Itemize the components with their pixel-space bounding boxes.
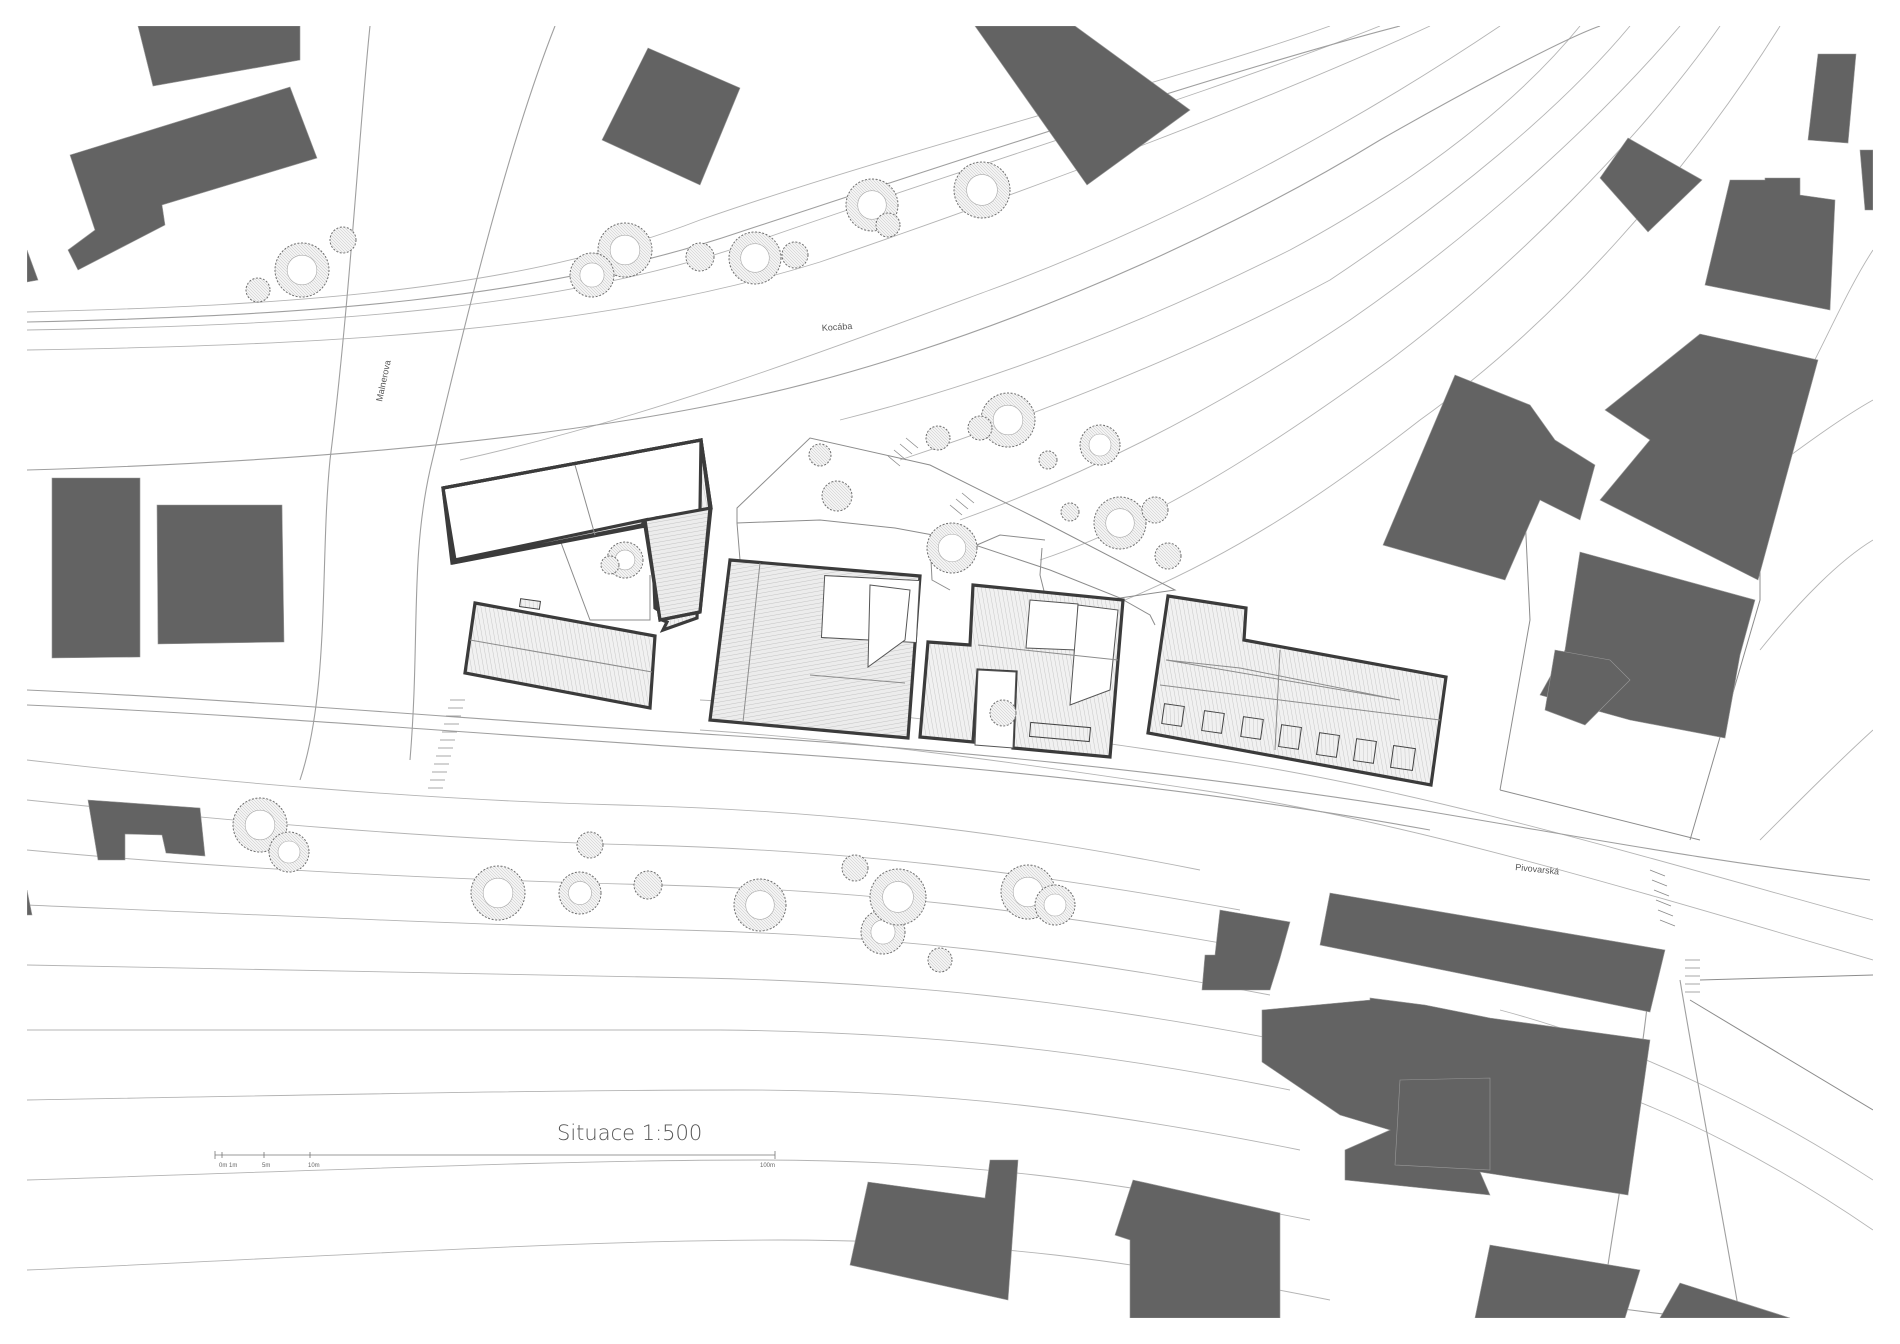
tree-canopy-inner [1105, 508, 1135, 538]
existing-building [1201, 909, 1291, 991]
tree-symbol [633, 870, 663, 900]
existing-building [1599, 333, 1819, 581]
tree-canopy-inner [1088, 433, 1112, 457]
tree-canopy-inner [579, 262, 605, 288]
tree-canopy-inner [244, 809, 276, 841]
existing-building [1704, 177, 1836, 311]
tree-canopy-inner [857, 190, 887, 220]
scale-bar: 0m 1m 5m 10m 100m [214, 1151, 776, 1169]
tree-symbol [576, 831, 604, 859]
existing-building [27, 889, 33, 916]
street-label-malnerova: Malnerova [374, 359, 393, 402]
existing-building [1319, 892, 1666, 1013]
tree-canopy-inner [482, 877, 514, 909]
existing-building [27, 249, 39, 283]
existing-building [1659, 1282, 1791, 1318]
tree-canopy-inner [1043, 893, 1067, 917]
existing-building [67, 86, 318, 271]
scale-tick-10: 10m [308, 1163, 320, 1169]
scale-tick-1: 1m [229, 1163, 237, 1169]
existing-building [1394, 1077, 1491, 1171]
tree-canopy-inner [937, 533, 967, 563]
tree-symbol [927, 947, 953, 973]
tree-symbol [600, 555, 620, 575]
tree-canopy-inner [882, 881, 914, 913]
proposed-building-5 [1146, 594, 1448, 787]
existing-building [1114, 1179, 1281, 1318]
tree-symbol [685, 242, 715, 272]
light-wells [518, 598, 1416, 771]
scale-tick-5: 5m [262, 1163, 270, 1169]
tree-symbol [1038, 450, 1058, 470]
proposed-building-3 [708, 558, 922, 740]
existing-building [1474, 1244, 1641, 1318]
tree-symbol [1154, 542, 1182, 570]
tree-canopy-inner [286, 254, 318, 286]
existing-building [1807, 53, 1857, 144]
existing-building [137, 26, 301, 87]
proposed-building-2 [463, 601, 657, 710]
scale-tick-0: 0m [219, 1163, 227, 1169]
existing-buildings [27, 26, 1873, 1318]
proposed-building-4 [918, 583, 1125, 759]
proposed-buildings [441, 438, 1448, 787]
tree-canopy-inner [966, 174, 998, 206]
street-label-pivovarska: Pivovarská [1515, 862, 1560, 877]
tree-symbol [808, 443, 832, 467]
tree-canopy-inner [992, 404, 1024, 436]
tree-symbol [781, 241, 809, 269]
existing-building [974, 26, 1191, 186]
existing-building [1382, 374, 1596, 581]
tree-canopy-inner [745, 890, 775, 920]
scale-tick-100: 100m [760, 1163, 775, 1169]
existing-building [601, 47, 741, 186]
tree-canopy-inner [568, 881, 592, 905]
tree-symbol [875, 212, 901, 238]
tree-canopy-inner [740, 243, 770, 273]
tree-symbol [1141, 496, 1169, 524]
stairs [428, 437, 1700, 993]
plan-title: Situace 1:500 [557, 1121, 702, 1145]
existing-building [849, 1159, 1019, 1301]
existing-building [1544, 649, 1631, 726]
trees [232, 161, 1182, 973]
existing-building [1859, 149, 1873, 211]
tree-symbol [1060, 502, 1080, 522]
existing-building [1599, 137, 1703, 233]
tree-symbol [989, 699, 1017, 727]
tree-symbol [329, 226, 357, 254]
tree-symbol [245, 277, 271, 303]
tree-canopy-inner [609, 234, 641, 266]
existing-building [87, 799, 206, 861]
tree-symbol [925, 425, 951, 451]
existing-building [156, 504, 285, 645]
street-label-kocaba: Kocába [821, 321, 852, 333]
tree-canopy-inner [277, 840, 301, 864]
existing-building [51, 477, 141, 659]
tree-symbol [821, 480, 853, 512]
tree-symbol [967, 415, 993, 441]
proposed-building-1 [441, 438, 713, 633]
tree-symbol [841, 854, 869, 882]
